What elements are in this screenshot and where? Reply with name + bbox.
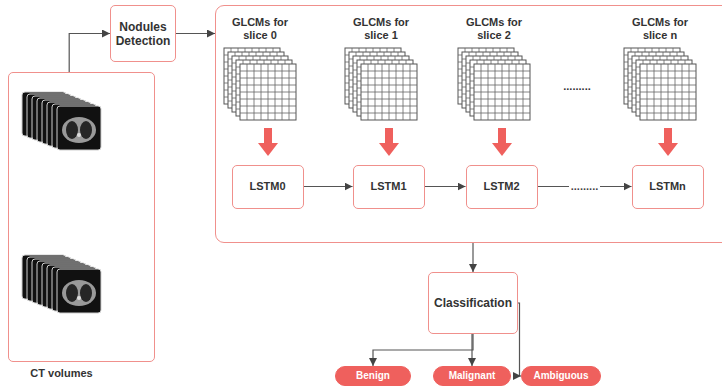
lstm-box: LSTMn [632, 165, 704, 209]
ct-volumes-box: CT volumes [8, 72, 155, 362]
ct-stack [22, 92, 101, 150]
node-text: Nodules Detection [114, 20, 172, 48]
node-text: CT volumes [0, 367, 134, 380]
node-text: LSTM2 [483, 180, 519, 193]
ct-stack [22, 255, 101, 313]
lstm-box: LSTM0 [232, 165, 304, 209]
node-text: Classification [434, 296, 512, 310]
connector-arrow [69, 34, 110, 73]
lstm-box: LSTM2 [466, 165, 538, 209]
glcm-stack [224, 48, 296, 120]
red-arrow [379, 128, 399, 156]
node-text: LSTM0 [249, 180, 285, 193]
node-text: LSTM1 [370, 180, 406, 193]
connector-arrow [425, 186, 466, 187]
glcm-stack [458, 48, 530, 120]
output-pill: Malignant [433, 366, 511, 386]
output-pill: Ambiguous [521, 366, 601, 386]
red-arrow [258, 128, 278, 156]
edge-label: ......... [569, 180, 601, 193]
glcm-label: GLCMs for slice 2 [458, 16, 530, 42]
node-text: LSTMn [649, 180, 686, 193]
node-text: Benign [356, 370, 390, 382]
glcm-stack [624, 48, 696, 120]
node-text: Ambiguous [534, 370, 589, 382]
process-box: Nodules Detection [110, 5, 176, 62]
glcm-label: GLCMs for slice 0 [224, 16, 296, 42]
ellipsis-label: ......... [563, 80, 591, 93]
glcm-label: GLCMs for slice n [624, 16, 696, 42]
connector-arrow [518, 303, 521, 376]
red-arrow [492, 128, 512, 156]
connector-arrow [304, 186, 353, 187]
red-arrow [658, 128, 678, 156]
glcm-stack [345, 48, 417, 120]
connector-arrow [472, 243, 473, 272]
connector-arrow [373, 334, 473, 366]
lstm-box: LSTM1 [353, 165, 425, 209]
connector-arrow [176, 33, 215, 34]
output-pill: Benign [335, 366, 411, 386]
classification-box: Classification [428, 272, 518, 334]
connector-arrow [471, 334, 472, 366]
node-text: Malignant [449, 370, 496, 382]
glcm-label: GLCMs for slice 1 [345, 16, 417, 42]
